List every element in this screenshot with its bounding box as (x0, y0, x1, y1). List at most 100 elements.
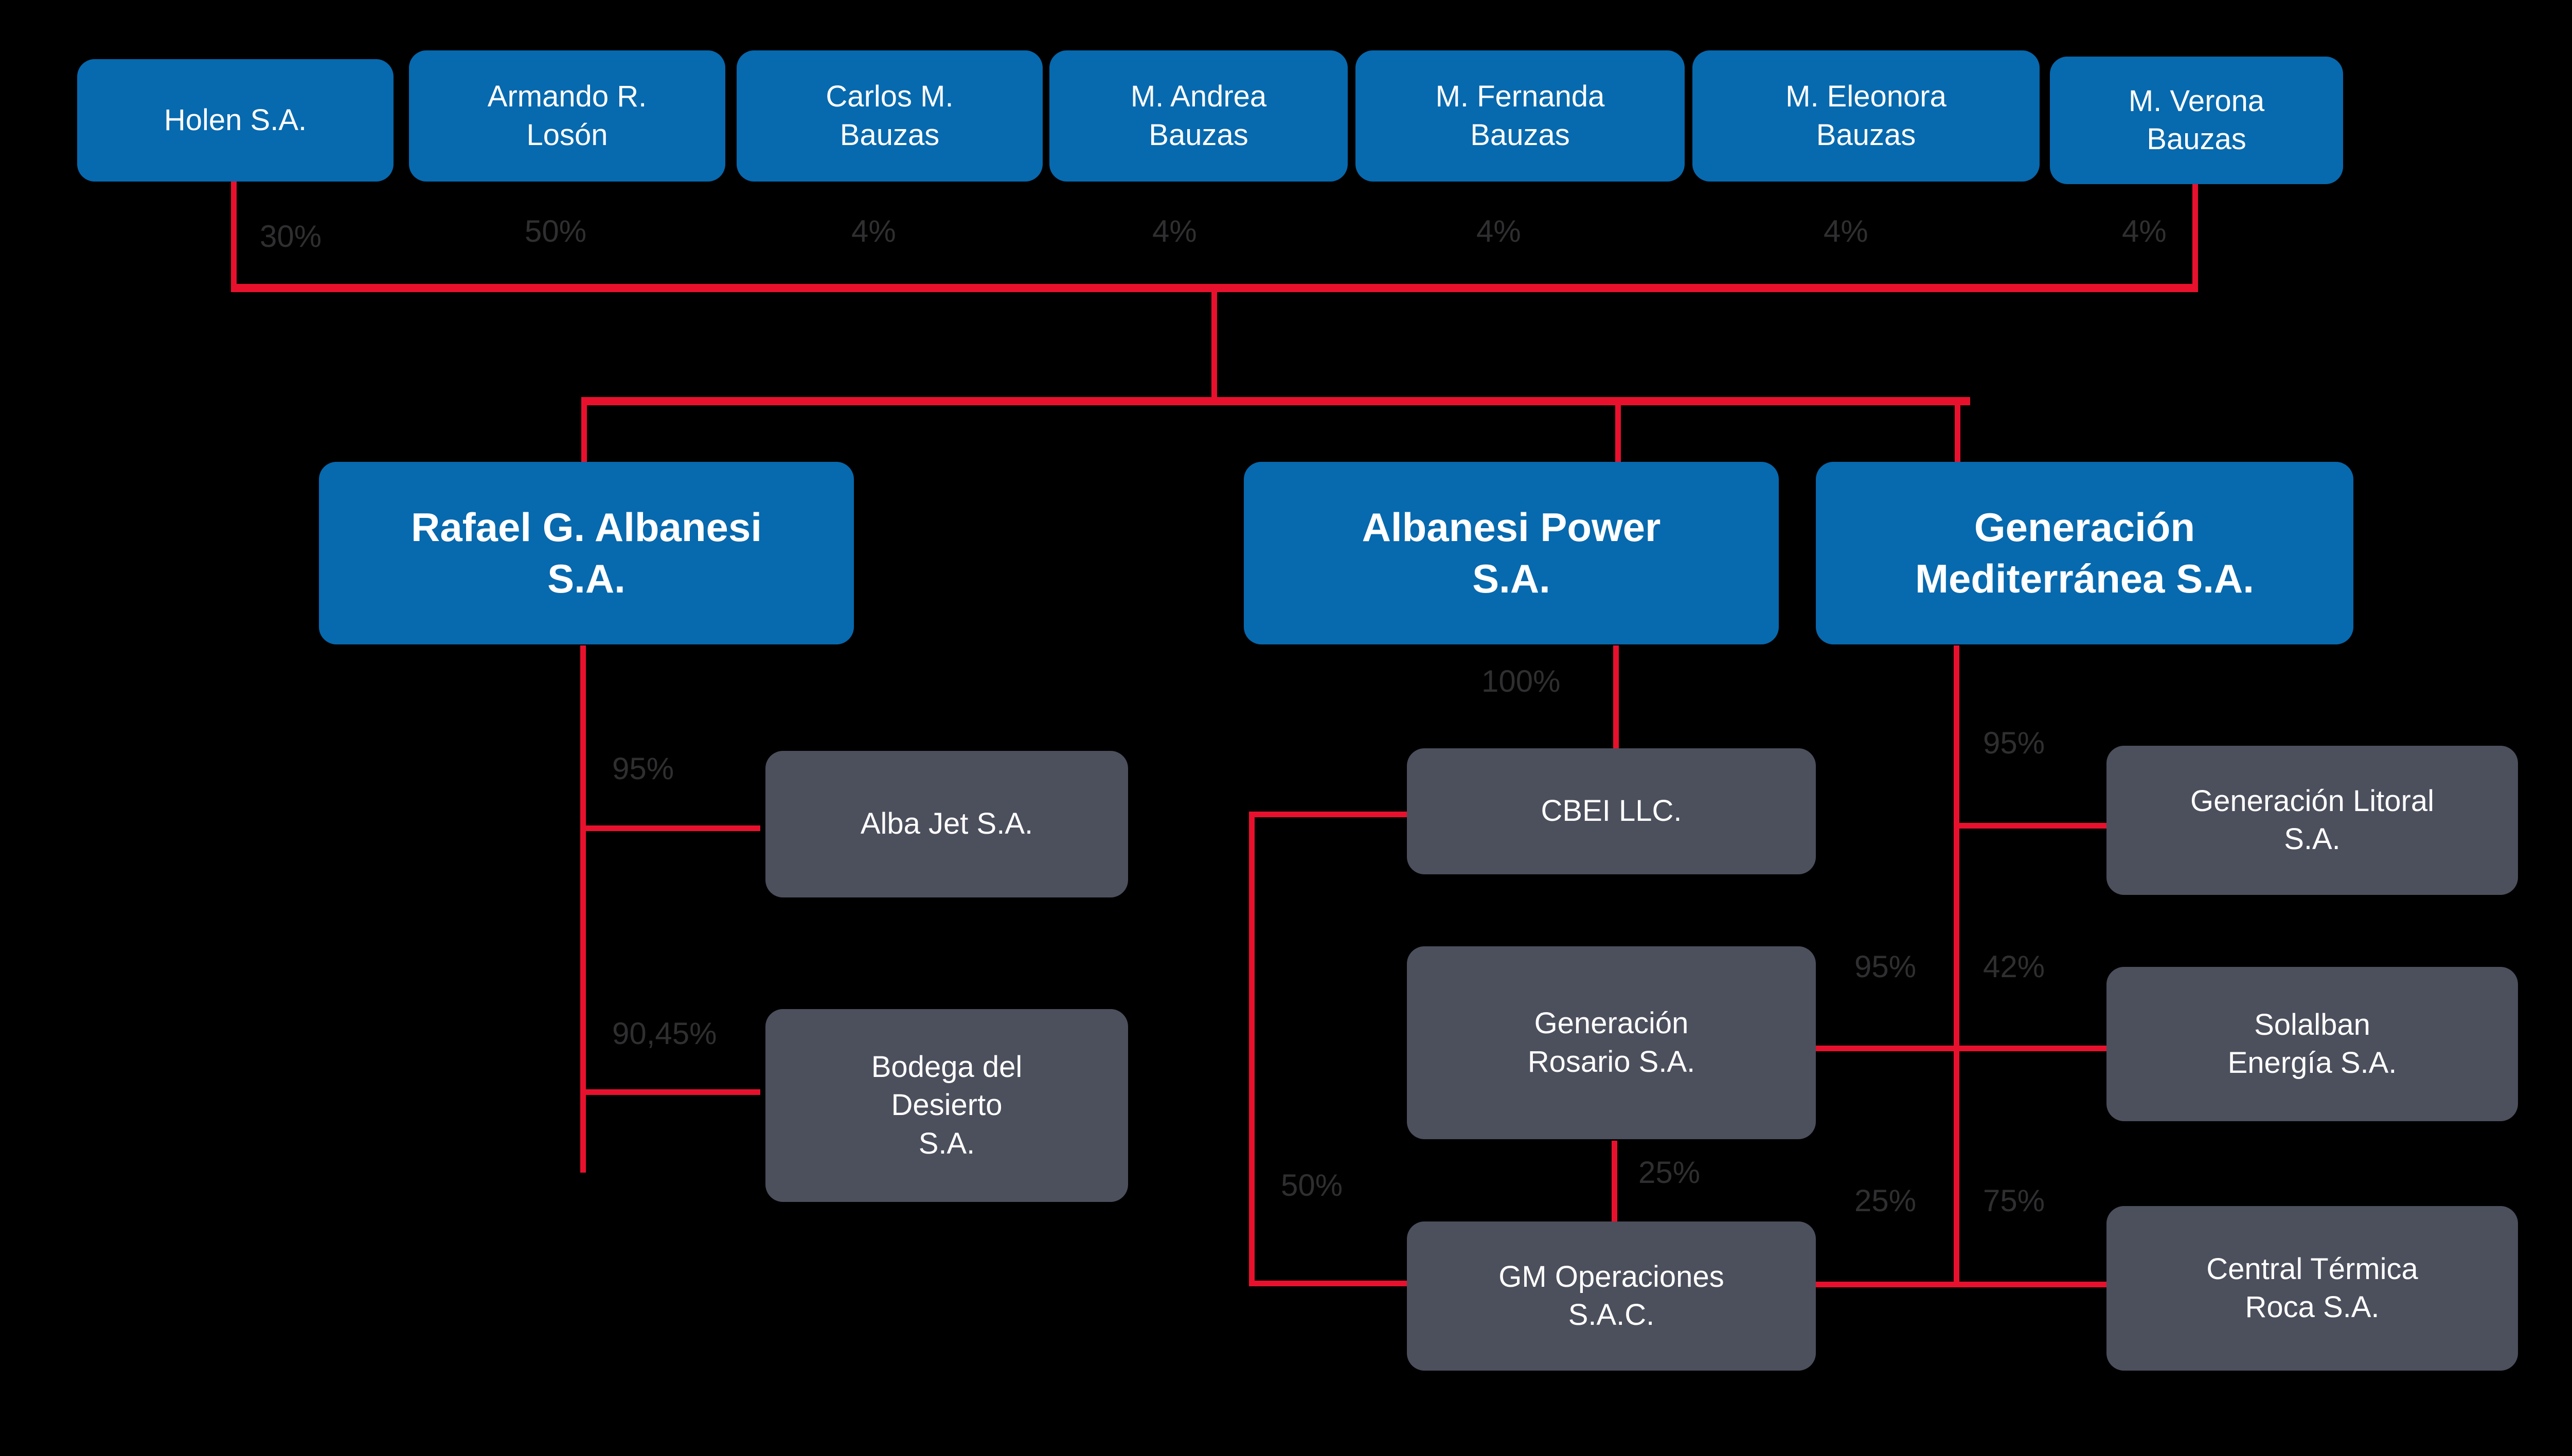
node-label-line1: M. Verona (2128, 84, 2265, 118)
node-label: Generación Mediterránea S.A. (1915, 502, 2254, 605)
node-albanesi-power[interactable]: Albanesi Power S.A. (1244, 462, 1779, 644)
node-generacion-rosario[interactable]: Generación Rosario S.A. (1407, 946, 1816, 1139)
node-label: M. Andrea Bauzas (1131, 78, 1266, 154)
node-label-line1: Generación (1534, 1006, 1689, 1040)
percent-eleonora: 4% (1824, 214, 1868, 248)
node-label: Rafael G. Albanesi S.A. (411, 502, 762, 605)
node-carlos-bauzas[interactable]: Carlos M. Bauzas (737, 50, 1043, 182)
node-label: Armando R. Losón (488, 78, 647, 154)
percent-power-cbei: 100% (1481, 664, 1561, 698)
node-label: Generación Rosario S.A. (1528, 1004, 1695, 1081)
node-label-line1: Central Térmica (2206, 1252, 2418, 1286)
node-label: GM Operaciones S.A.C. (1498, 1258, 1724, 1334)
node-solalban-energia[interactable]: Solalban Energía S.A. (2106, 967, 2518, 1121)
connector-rafael-bodega (580, 1089, 760, 1095)
node-label-line2: Bauzas (2147, 122, 2246, 156)
node-eleonora-bauzas[interactable]: M. Eleonora Bauzas (1692, 50, 2040, 182)
node-label-line1: Holen S.A. (164, 103, 307, 137)
percent-andrea: 4% (1152, 214, 1197, 248)
node-label: M. Eleonora Bauzas (1785, 78, 1946, 154)
percent-rosario-gmop: 25% (1638, 1155, 1701, 1190)
node-generacion-litoral[interactable]: Generación Litoral S.A. (2106, 746, 2518, 895)
node-label-line1: Carlos M. (826, 80, 954, 114)
node-bodega-del-desierto[interactable]: Bodega del Desierto S.A. (765, 1009, 1128, 1202)
connector-gm-solalban (1954, 1046, 2108, 1051)
node-alba-jet[interactable]: Alba Jet S.A. (765, 751, 1128, 897)
node-gm-operaciones[interactable]: GM Operaciones S.A.C. (1407, 1221, 1816, 1371)
node-generacion-mediterranea[interactable]: Generación Mediterránea S.A. (1816, 462, 2353, 644)
percent-verona: 4% (2122, 214, 2167, 248)
node-label-line2: Bauzas (1149, 118, 1248, 152)
connector-gm-roca (1954, 1282, 2108, 1287)
node-andrea-bauzas[interactable]: M. Andrea Bauzas (1049, 50, 1348, 182)
node-label-line2: Bauzas (1816, 118, 1916, 152)
node-label: CBEI LLC. (1541, 792, 1682, 830)
node-label-line2: S.A.C. (1568, 1298, 1655, 1332)
percent-gm-roca: 75% (1983, 1183, 2045, 1218)
node-label-line1: M. Fernanda (1435, 80, 1605, 114)
node-label: M. Fernanda Bauzas (1436, 78, 1605, 154)
node-label-line1: CBEI LLC. (1541, 794, 1682, 828)
connector-gm-spine (1954, 645, 1959, 1287)
node-label-line2: Losón (526, 118, 608, 152)
node-label: Solalban Energía S.A. (2228, 1006, 2397, 1082)
node-label-line1: Armando R. (487, 80, 647, 114)
node-label: Central Térmica Roca S.A. (2206, 1250, 2418, 1326)
connector-gm-litoral (1954, 823, 2108, 829)
connector-drop-gm (1955, 401, 1960, 463)
node-label: Albanesi Power S.A. (1362, 502, 1661, 605)
node-label-line3: S.A. (918, 1126, 975, 1160)
connector-verona-down (2192, 180, 2198, 287)
connector-drop-power (1615, 401, 1621, 463)
node-label-line2: Bauzas (1470, 118, 1570, 152)
connector-gmop-roca (1816, 1282, 1970, 1287)
percent-gmop-roca: 25% (1854, 1183, 1917, 1218)
node-label-line1: Bodega del (871, 1050, 1023, 1084)
node-label-line1: Solalban (2254, 1008, 2370, 1041)
connector-power-cbei (1613, 645, 1619, 751)
node-label-line2: Bauzas (840, 118, 940, 152)
node-label-line2: Energía S.A. (2227, 1046, 2397, 1080)
connector-holdings-bus (581, 397, 1970, 405)
node-cbei-llc[interactable]: CBEI LLC. (1407, 748, 1816, 874)
node-verona-bauzas[interactable]: M. Verona Bauzas (2050, 57, 2343, 184)
connector-gmop-left (1249, 1281, 1408, 1286)
node-label-line2: S.A. (1472, 555, 1550, 601)
node-label-line1: GM Operaciones (1498, 1260, 1724, 1293)
node-label: Bodega del Desierto S.A. (871, 1048, 1022, 1163)
node-central-termica-roca[interactable]: Central Térmica Roca S.A. (2106, 1206, 2518, 1371)
node-fernanda-bauzas[interactable]: M. Fernanda Bauzas (1355, 50, 1685, 182)
percent-carlos: 4% (851, 214, 896, 248)
percent-gm-solalban: 42% (1983, 949, 2045, 984)
node-label-line2: S.A. (547, 555, 626, 601)
percent-rafael-bodega: 90,45% (612, 1016, 717, 1051)
percent-holen: 30% (260, 219, 322, 254)
connector-drop-rafael (581, 401, 587, 463)
node-label-line1: Alba Jet S.A. (860, 807, 1033, 841)
node-holen[interactable]: Holen S.A. (77, 59, 394, 182)
percent-rosario-solalban: 95% (1854, 949, 1917, 984)
connector-rosario-solalban (1816, 1046, 1970, 1051)
connector-bus-to-holdings (1211, 288, 1217, 401)
node-label: Alba Jet S.A. (861, 805, 1033, 843)
connector-rafael-albajet (580, 825, 760, 831)
percent-rafael-albajet: 95% (612, 751, 674, 786)
node-label-line1: Generación (1974, 504, 2195, 550)
node-label-line1: Rafael G. Albanesi (410, 504, 762, 550)
node-label: M. Verona Bauzas (2129, 82, 2264, 158)
node-armando-loson[interactable]: Armando R. Losón (409, 50, 725, 182)
node-label-line1: Albanesi Power (1362, 504, 1661, 550)
percent-fernanda: 4% (1476, 214, 1521, 248)
connector-cbei-left (1249, 812, 1408, 817)
percent-gm-litoral: 95% (1983, 726, 2045, 760)
node-rafael-albanesi[interactable]: Rafael G. Albanesi S.A. (319, 462, 854, 644)
percent-armando: 50% (525, 214, 587, 248)
percent-cbei-gmop: 50% (1281, 1168, 1343, 1202)
node-label-line2: Mediterránea S.A. (1915, 555, 2254, 601)
node-label-line2: Rosario S.A. (1527, 1045, 1695, 1078)
connector-cbei-spine (1249, 812, 1255, 1285)
node-label-line2: Roca S.A. (2245, 1290, 2380, 1324)
node-label-line2: Desierto (891, 1088, 1003, 1122)
connector-rafael-spine (580, 645, 586, 1173)
node-label: Carlos M. Bauzas (826, 78, 953, 154)
